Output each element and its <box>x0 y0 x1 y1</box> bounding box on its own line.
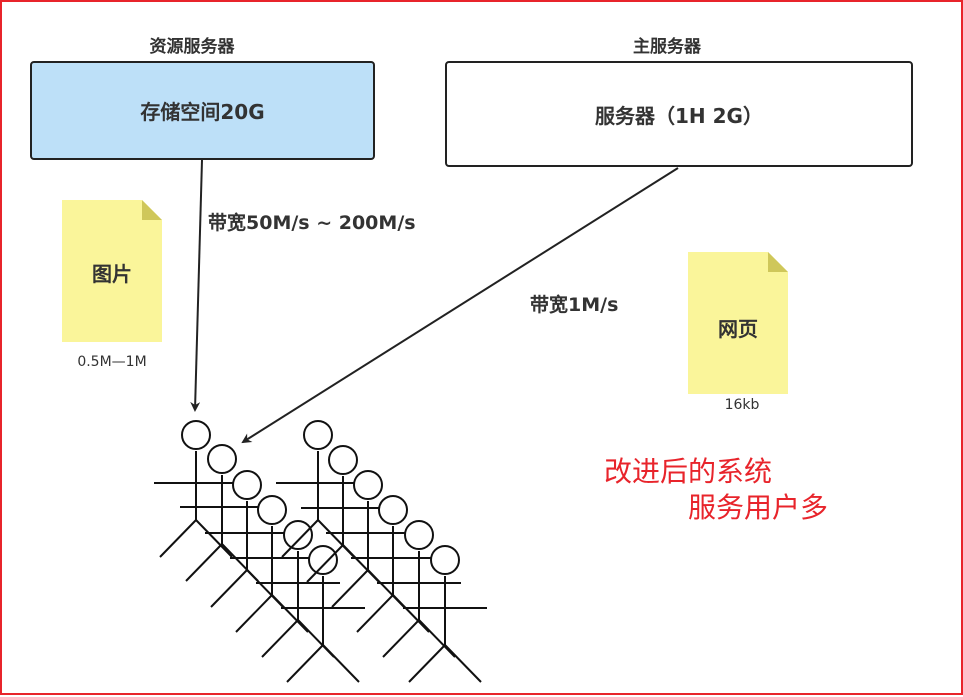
image-note-label: 图片 <box>92 261 132 286</box>
stick-figure <box>281 545 365 683</box>
resource-server-title: 资源服务器 <box>149 37 235 57</box>
image-note-size: 0.5M—1M <box>77 354 147 370</box>
stick-figure <box>403 545 487 683</box>
stick-figure <box>205 470 289 608</box>
stick-figure <box>154 420 238 558</box>
remark-line-2: 服务用户多 <box>688 491 829 524</box>
document-note-icon <box>62 200 162 342</box>
stick-figure-crowd-icon <box>154 420 487 683</box>
main-connector-arrow <box>241 167 679 444</box>
resource-connector-arrow <box>190 159 203 412</box>
stick-figure <box>351 495 435 633</box>
stick-figure <box>256 520 340 658</box>
resource-server-label: 存储空间20G <box>140 100 265 124</box>
page-note-label: 网页 <box>718 316 758 341</box>
main-server-title: 主服务器 <box>633 37 701 57</box>
main-server-label: 服务器（1H 2G） <box>595 103 763 128</box>
page-note-size: 16kb <box>724 397 760 413</box>
resource-server-box: 存储空间20G <box>30 61 375 160</box>
remark-line-1: 改进后的系统 <box>604 455 773 488</box>
stick-figure <box>180 444 264 582</box>
resource-bandwidth-label: 带宽50M/s ~ 200M/s <box>208 212 416 234</box>
stick-figure <box>377 520 461 658</box>
document-note-icon <box>688 252 788 394</box>
main-server-box: 服务器（1H 2G） <box>445 61 913 167</box>
stick-figure <box>326 470 410 608</box>
stick-figure <box>230 495 314 633</box>
main-bandwidth-label: 带宽1M/s <box>530 294 619 316</box>
